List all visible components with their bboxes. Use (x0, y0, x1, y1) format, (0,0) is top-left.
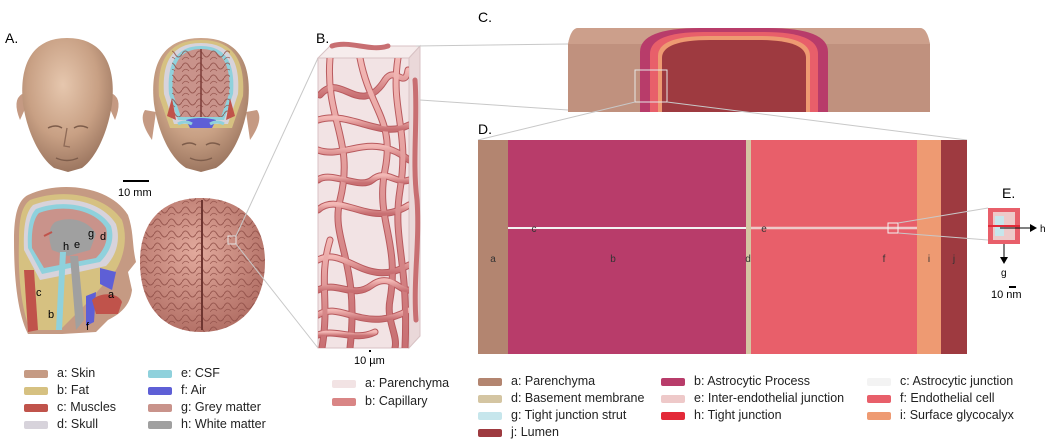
legend-swatch (148, 369, 172, 378)
legend-item-grey-matter: g: Grey matter (148, 399, 261, 416)
vessel-cross-section (568, 28, 930, 112)
legend-swatch (478, 411, 502, 420)
legend-swatch (867, 377, 891, 386)
legend-swatch (478, 377, 502, 386)
svg-text:e: e (761, 224, 767, 235)
legend-swatch (478, 394, 502, 403)
junction-axis-g: g (1001, 268, 1007, 279)
svg-text:b: b (48, 309, 54, 321)
panel-label-a: A. (5, 30, 18, 46)
legend-item-csf: e: CSF (148, 365, 220, 382)
capillary-network-box (316, 41, 422, 350)
legend-item-parenchyma: a: Parenchyma (332, 375, 449, 392)
head-front-view (16, 38, 119, 172)
legend-swatch (661, 377, 685, 386)
brain-top-view (140, 198, 265, 332)
legend-item-capillary: b: Capillary (332, 393, 428, 410)
legend-item-lumen: j: Lumen (478, 424, 559, 441)
head-sagittal-section (14, 187, 136, 334)
svg-text:h: h (63, 241, 69, 253)
svg-text:j: j (952, 254, 955, 265)
legend-item-tight-junction-strut: g: Tight junction strut (478, 407, 626, 424)
panel-label-d: D. (478, 121, 492, 137)
svg-text:b: b (610, 254, 616, 265)
legend-swatch (24, 403, 48, 412)
head-cutaway-view (142, 38, 260, 172)
legend-item-skin: a: Skin (24, 365, 95, 382)
legend-item-basement-membrane: d: Basement membrane (478, 390, 644, 407)
svg-text:d: d (745, 254, 751, 265)
legend-swatch (24, 420, 48, 429)
legend-item-skull: d: Skull (24, 416, 98, 433)
legend-item-astrocytic-process: b: Astrocytic Process (661, 373, 810, 390)
legend-swatch (148, 403, 172, 412)
junction-scale-bar: 10 nm (991, 286, 1022, 301)
legend-item-endothelial-cell: f: Endothelial cell (867, 390, 995, 407)
legend-item-fat: b: Fat (24, 382, 89, 399)
legend-swatch (332, 397, 356, 406)
zoom-lines-junction (897, 207, 989, 241)
legend-swatch (478, 428, 502, 437)
zoom-lines-brain (235, 57, 319, 349)
legend-swatch (867, 394, 891, 403)
legend-item-muscles: c: Muscles (24, 399, 116, 416)
svg-text:d: d (100, 231, 106, 243)
svg-text:10 mm: 10 mm (118, 187, 152, 199)
junction-axis-h: h (1040, 224, 1046, 235)
legend-item-astrocytic-junction: c: Astrocytic junction (867, 373, 1013, 390)
panel-label-b: B. (316, 30, 329, 46)
svg-text:i: i (928, 254, 930, 265)
panel-label-c: C. (478, 9, 492, 25)
svg-text:10 µm: 10 µm (354, 355, 385, 367)
legend-swatch (661, 411, 685, 420)
head-section-letters: a b c d e f g h (36, 228, 115, 333)
svg-text:a: a (490, 254, 496, 265)
legend-swatch (332, 379, 356, 388)
zoom-lines-vessel (477, 101, 968, 141)
capillary-scale-bar: 10 µm (354, 350, 385, 367)
legend-item-parenchyma-layer: a: Parenchyma (478, 373, 595, 390)
legend-item-surface-glycocalyx: i: Surface glycocalyx (867, 407, 1014, 424)
legend-swatch (148, 386, 172, 395)
legend-swatch (24, 369, 48, 378)
legend-swatch (24, 386, 48, 395)
svg-text:e: e (74, 239, 80, 251)
svg-text:f: f (883, 254, 886, 265)
svg-text:c: c (36, 287, 42, 299)
svg-text:f: f (86, 321, 90, 333)
tight-junction-detail (988, 208, 1037, 264)
legend-swatch (148, 420, 172, 429)
legend-item-white-matter: h: White matter (148, 416, 266, 433)
svg-text:c: c (532, 224, 537, 235)
legend-swatch (661, 394, 685, 403)
svg-text:10 nm: 10 nm (991, 289, 1022, 301)
layer-model (478, 140, 967, 354)
legend-item-air: f: Air (148, 382, 206, 399)
panel-label-e: E. (1002, 185, 1015, 201)
svg-text:a: a (108, 289, 115, 301)
legend-item-inter-endothelial-junction: e: Inter-endothelial junction (661, 390, 844, 407)
head-scale-bar: 10 mm (118, 180, 152, 199)
legend-item-tight-junction: h: Tight junction (661, 407, 782, 424)
layer-letters: a b c d e f i j (490, 224, 955, 265)
svg-text:g: g (88, 228, 94, 240)
zoom-lines-capillary (415, 43, 569, 111)
legend-swatch (867, 411, 891, 420)
